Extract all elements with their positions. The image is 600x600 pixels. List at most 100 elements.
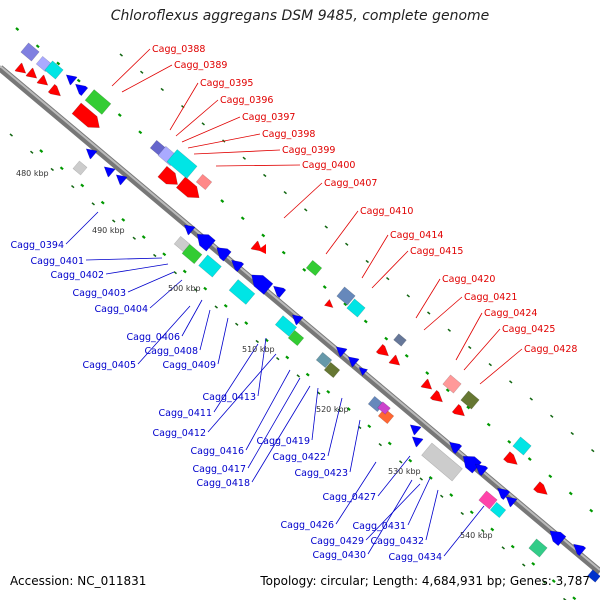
forward-gene-shape xyxy=(451,403,465,417)
reverse-gene xyxy=(475,463,489,477)
gene-label-reverse: Cagg_0427 xyxy=(323,492,376,503)
cog-gene-box-shape xyxy=(336,286,356,306)
leader-line-reverse xyxy=(257,337,267,397)
leader-line-reverse xyxy=(367,479,413,555)
reverse-gene xyxy=(251,274,274,295)
forward-gene xyxy=(47,83,61,97)
reverse-gene-shape xyxy=(462,455,482,474)
track-tick xyxy=(80,183,85,188)
track-tick xyxy=(527,457,532,461)
leader-line-reverse xyxy=(85,257,163,261)
leader-line-forward xyxy=(455,312,483,361)
kbp-tick-label: 520 kbp xyxy=(316,405,349,414)
label-leaders-layer xyxy=(65,48,523,557)
track-tick xyxy=(367,424,372,429)
gene-label-reverse: Cagg_0402 xyxy=(51,270,104,281)
cog-gene-box-shape xyxy=(489,501,507,519)
cog-gene-box xyxy=(323,361,341,379)
track-tick xyxy=(507,439,512,444)
gene-label-forward: Cagg_0400 xyxy=(302,160,355,171)
reverse-gene-shape xyxy=(103,166,116,178)
track-tick xyxy=(531,561,536,566)
cog-gene-box-shape xyxy=(528,538,548,558)
forward-gene-shape xyxy=(175,176,200,199)
reverse-gene xyxy=(231,259,245,273)
gene-label-forward: Cagg_0395 xyxy=(200,78,253,89)
cog-gene-box-shape xyxy=(173,235,191,253)
track-tick xyxy=(551,579,556,583)
track-dot xyxy=(550,414,554,418)
kbp-tick-label: 510 kbp xyxy=(242,345,275,354)
forward-gene-shape xyxy=(71,102,100,128)
forward-gene xyxy=(451,403,465,417)
forward-gene xyxy=(503,451,518,465)
track-tick xyxy=(428,475,433,480)
gene-label-forward: Cagg_0414 xyxy=(390,230,443,241)
track-dot xyxy=(173,271,177,275)
leader-line-forward xyxy=(121,64,173,93)
track-tick xyxy=(117,113,122,117)
track-tick xyxy=(121,217,126,222)
reverse-gene xyxy=(449,441,463,455)
leader-line-reverse xyxy=(247,377,301,469)
leader-line-forward xyxy=(215,164,301,167)
forward-gene xyxy=(175,176,200,199)
track-tick xyxy=(240,216,245,221)
reverse-gene-shape xyxy=(497,487,511,501)
reverse-gene-shape xyxy=(196,233,216,252)
reverse-gene-shape xyxy=(358,367,369,377)
reverse-gene-shape xyxy=(216,247,232,262)
reverse-gene xyxy=(462,455,482,474)
forward-gene-shape xyxy=(420,378,433,390)
track-tick xyxy=(203,286,208,291)
cog-gene-box-shape xyxy=(377,407,395,425)
track-tick xyxy=(387,441,392,446)
track-tick xyxy=(35,44,40,49)
rna-marker xyxy=(258,244,266,254)
reverse-gene xyxy=(103,166,116,178)
track-tick xyxy=(76,78,81,83)
leader-line-reverse xyxy=(127,271,175,293)
cog-gene-box-shape xyxy=(315,351,333,369)
gene-label-forward: Cagg_0415 xyxy=(410,246,463,257)
track-dot xyxy=(386,277,390,281)
track-dot xyxy=(71,185,75,189)
track-dot xyxy=(91,202,95,206)
cog-gene-box-shape xyxy=(181,243,203,265)
forward-gene xyxy=(14,62,27,74)
leader-line-reverse xyxy=(217,317,229,365)
leader-line-reverse xyxy=(377,455,411,497)
track-dot xyxy=(447,328,451,332)
reverse-gene xyxy=(411,436,424,448)
leader-line-reverse xyxy=(245,369,291,451)
cog-gene-box-shape xyxy=(377,401,391,415)
leader-line-forward xyxy=(187,133,261,149)
forward-gene xyxy=(533,481,548,495)
track-dot xyxy=(509,380,513,384)
leader-line-forward xyxy=(415,278,441,319)
track-dot xyxy=(235,322,239,326)
cog-gene-box-shape xyxy=(84,89,112,115)
topology-text: Topology: circular; Length: 4,684,931 bp… xyxy=(260,574,590,588)
gene-label-reverse: Cagg_0417 xyxy=(193,464,246,475)
track-dot xyxy=(255,339,259,344)
gene-label-forward: Cagg_0389 xyxy=(174,60,227,71)
track-tick xyxy=(449,493,454,497)
cog-gene-box-shape xyxy=(442,374,462,394)
gene-label-forward: Cagg_0420 xyxy=(442,274,495,285)
gene-label-forward: Cagg_0425 xyxy=(502,324,555,335)
cog-gene-box xyxy=(377,407,395,425)
gene-label-forward: Cagg_0397 xyxy=(242,112,295,123)
cog-gene-box xyxy=(228,279,256,305)
leader-line-forward xyxy=(193,149,281,155)
gene-label-forward: Cagg_0396 xyxy=(220,95,273,106)
cog-gene-box xyxy=(274,315,298,337)
gene-label-forward: Cagg_0388 xyxy=(152,44,205,55)
reverse-gene xyxy=(409,424,422,436)
forward-gene xyxy=(323,298,334,308)
track-tick xyxy=(486,422,491,427)
cog-gene-box xyxy=(346,298,366,318)
reverse-gene-shape xyxy=(251,274,274,295)
track-dot xyxy=(406,294,410,298)
cog-gene-box-shape xyxy=(72,160,88,176)
